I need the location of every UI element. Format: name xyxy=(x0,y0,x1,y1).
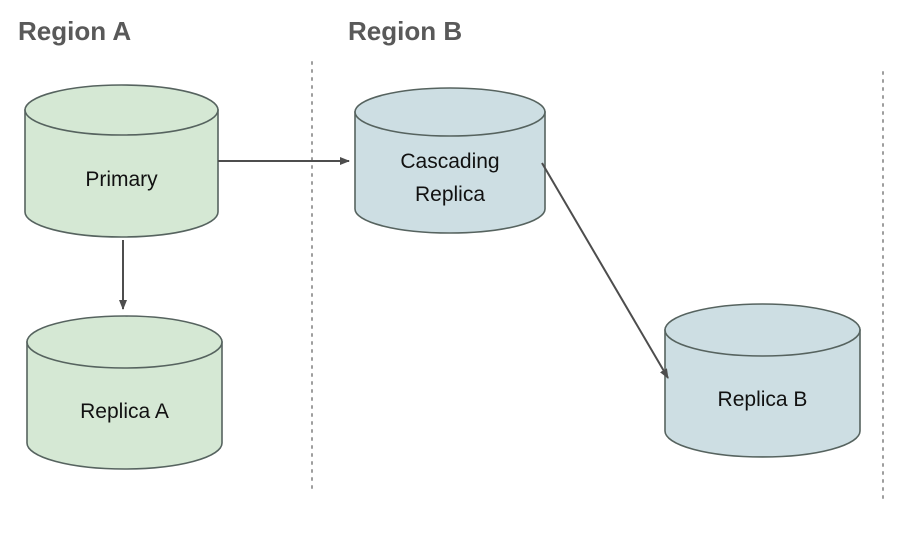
cascading-replica-cylinder-top xyxy=(354,87,546,137)
replica-a-cylinder-body xyxy=(26,341,223,470)
primary-cylinder-top xyxy=(24,84,219,136)
node-primary[interactable]: Primary xyxy=(24,84,219,238)
replica-a-cylinder-top xyxy=(26,315,223,369)
cascading-replica-cylinder-body xyxy=(354,111,546,234)
region-a-title: Region A xyxy=(18,16,131,46)
edge-cascading-replica-to-replica-b xyxy=(541,162,669,379)
primary-label: Primary xyxy=(85,168,158,191)
region-b-title: Region B xyxy=(348,16,462,46)
replica-b-cylinder-body xyxy=(664,329,861,458)
replica-b-cylinder-top xyxy=(664,303,861,357)
replica-b-label: Replica B xyxy=(718,388,808,411)
cascading-replica-label-line1: Cascading xyxy=(400,150,499,173)
node-replica-a[interactable]: Replica A xyxy=(26,315,223,470)
cascading-replica-label-line2: Replica xyxy=(415,183,485,206)
primary-cylinder-body xyxy=(24,109,219,238)
node-cascading-replica[interactable]: Cascading Replica xyxy=(354,87,546,234)
replica-a-label: Replica A xyxy=(80,400,169,423)
node-replica-b[interactable]: Replica B xyxy=(664,303,861,458)
